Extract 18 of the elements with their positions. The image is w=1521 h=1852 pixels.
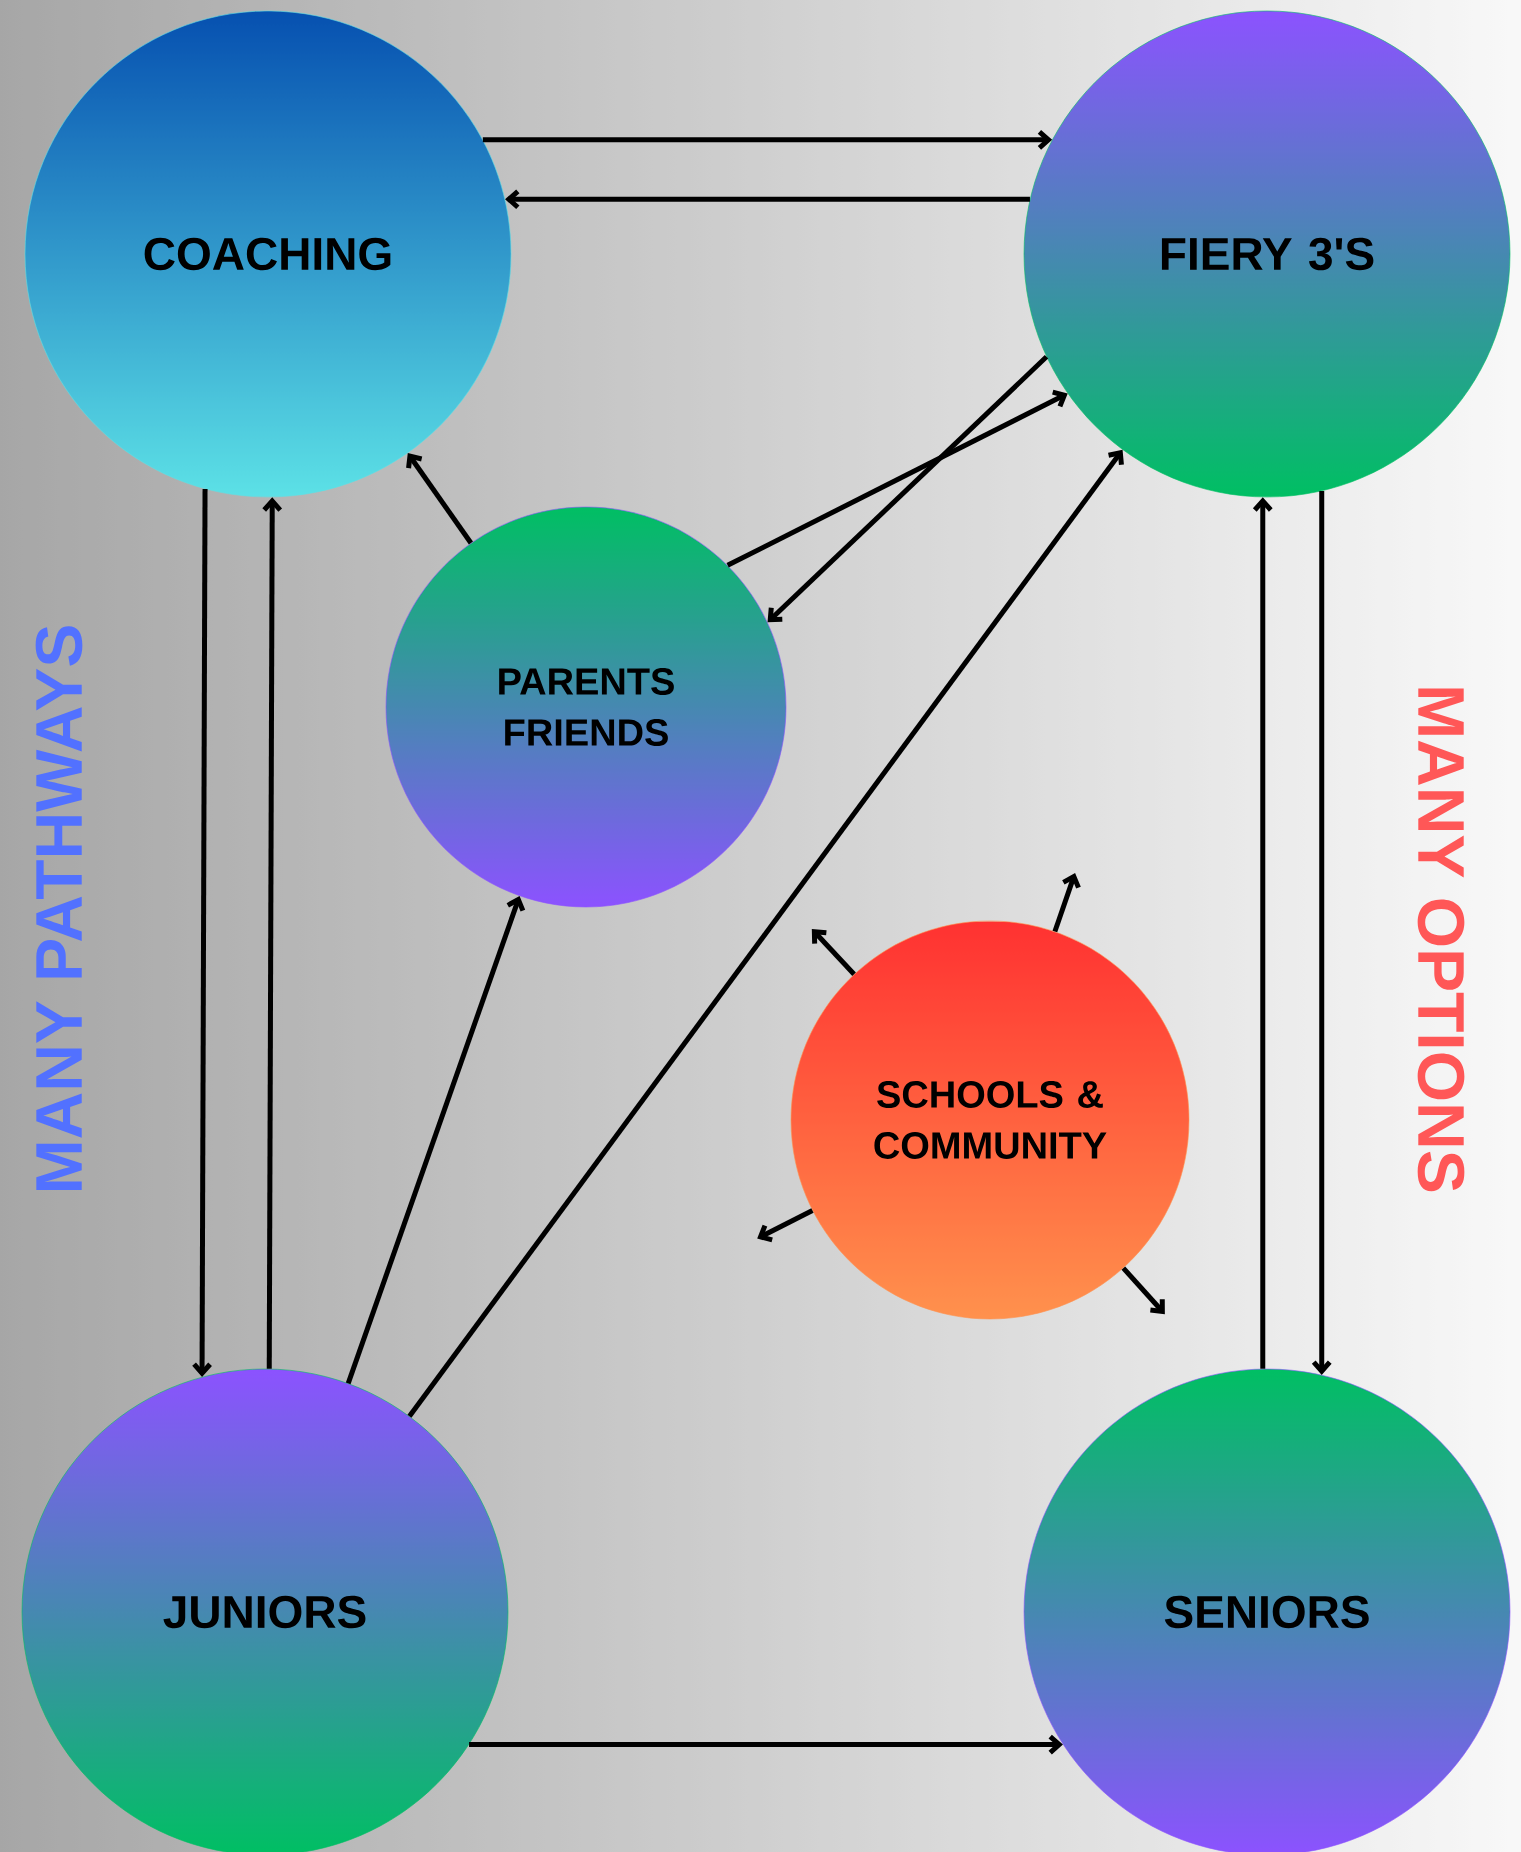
arrow [406, 453, 473, 545]
arrow [726, 389, 1068, 568]
arrow [1121, 1266, 1165, 1315]
arrow [407, 449, 1124, 1418]
side-label: MANY OPTIONS [1417, 688, 1465, 1192]
side-label: MANY PATHWAYS [35, 626, 83, 1190]
arrow [811, 928, 856, 976]
arrow [1052, 872, 1081, 933]
arrow [757, 1208, 814, 1243]
arrow [192, 489, 212, 1377]
arrow [262, 497, 283, 1369]
arrow [345, 895, 526, 1385]
arrow [1311, 491, 1332, 1375]
arrow [1252, 497, 1273, 1369]
arrow [469, 1734, 1063, 1755]
arrow [767, 355, 1049, 623]
arrow [482, 129, 1053, 150]
arrow [505, 189, 1030, 210]
